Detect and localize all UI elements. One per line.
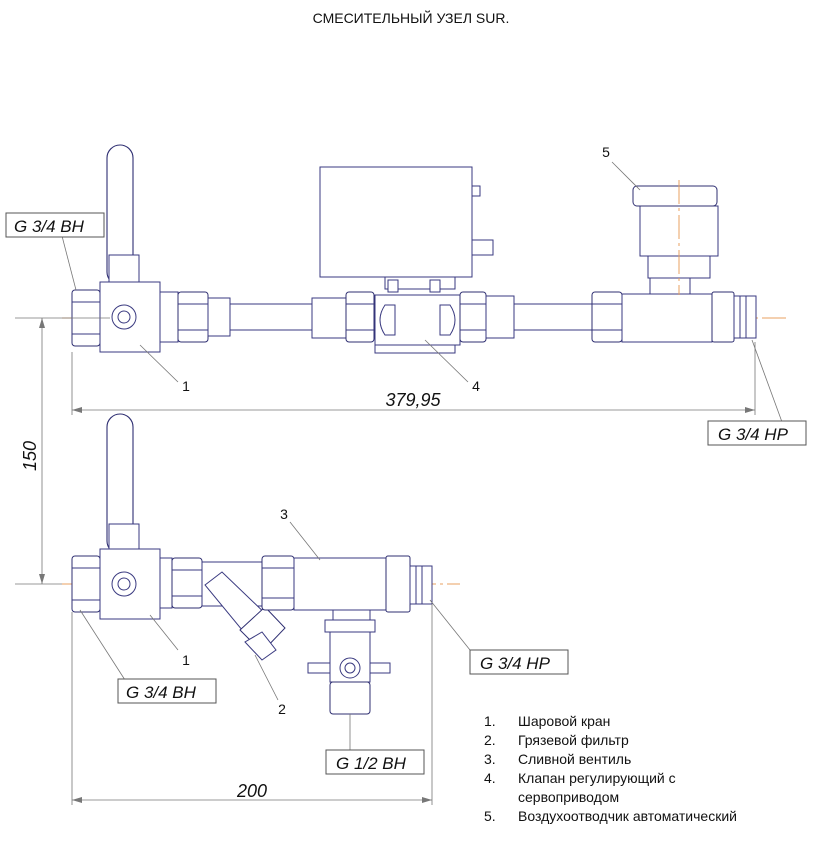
legend-number: 3.: [484, 751, 496, 767]
legend-text: Сливной вентиль: [518, 751, 632, 767]
legend-number: 4.: [484, 770, 496, 786]
bottom-outlet-label: G 3/4 НР: [480, 654, 551, 673]
bottom-outlet-label-box: [469, 649, 569, 675]
top-inlet-label-box: [5, 212, 105, 238]
bottom-length-dimension: 200: [236, 781, 267, 801]
top-pipe-2: [513, 303, 593, 331]
bottom-callout-3: 3: [280, 506, 288, 522]
legend-number: 5.: [484, 808, 496, 824]
control-valve-body: [374, 294, 461, 346]
top-inlet-label: G 3/4 ВН: [14, 217, 85, 236]
drawing-title: СМЕСИТЕЛЬНЫЙ УЗЕЛ SUR.: [313, 9, 510, 26]
bottom-union-nut-2: [261, 555, 295, 611]
top-union-nut-1: [177, 291, 209, 343]
legend-text: Клапан регулирующий с сервоприводом: [518, 770, 676, 805]
bottom-tee: [293, 557, 387, 611]
legend-text: Шаровой кран: [518, 713, 611, 729]
servo-actuator: [319, 166, 473, 278]
top-outlet-label-box: [707, 420, 807, 446]
parts-legend: 1. Шаровой кран 2. Грязевой фильтр 3. Сл…: [484, 712, 788, 826]
top-ball-valve-stem: [108, 254, 140, 286]
bottom-assembly: 3 1 2 G 3/4 ВН G 3/4 НР G 1/2 ВН 200: [62, 413, 569, 805]
top-pipe-1: [229, 303, 313, 331]
bottom-inlet-label: G 3/4 ВН: [126, 683, 197, 702]
drain-valve-outlet-nut: [329, 681, 371, 715]
legend-number: 1.: [484, 713, 496, 729]
legend-text: Воздухоотводчик автоматический: [518, 808, 737, 824]
bottom-inlet-label-box: [117, 678, 217, 704]
bottom-inlet-nut: [71, 555, 101, 613]
legend-text: Грязевой фильтр: [518, 732, 629, 748]
top-callout-1: 1: [182, 378, 190, 394]
bottom-callout-1: 1: [182, 652, 190, 668]
legend-item: 5. Воздухоотводчик автоматический: [484, 807, 788, 826]
legend-number: 2.: [484, 732, 496, 748]
top-outlet-label: G 3/4 НР: [718, 425, 789, 444]
top-tee: [621, 293, 713, 343]
top-callout-5: 5: [602, 144, 610, 160]
top-valve-outlet-nut: [459, 291, 487, 343]
top-assembly: 1 4 5 G 3/4 ВН G 3/4 НР 379,95: [5, 144, 807, 446]
top-union-nut-2: [591, 291, 623, 343]
top-valve-inlet-nut: [345, 291, 375, 343]
legend-item: 3. Сливной вентиль: [484, 750, 788, 769]
vertical-dimension: 150: [15, 317, 110, 585]
bottom-union-nut-1: [171, 557, 203, 609]
legend-item: 4. Клапан регулирующий с сервоприводом: [484, 769, 788, 807]
air-vent-cap: [632, 185, 718, 207]
top-outlet-thread: [733, 295, 757, 339]
top-callout-4: 4: [472, 378, 480, 394]
vertical-dimension-value: 150: [20, 441, 40, 471]
top-length-dimension: 379,95: [385, 390, 441, 410]
drain-label-box: [325, 749, 425, 775]
bottom-callout-2: 2: [278, 701, 286, 717]
bottom-outlet-thread: [409, 565, 433, 605]
legend-item: 2. Грязевой фильтр: [484, 731, 788, 750]
legend-item: 1. Шаровой кран: [484, 712, 788, 731]
drain-label: G 1/2 ВН: [336, 754, 407, 773]
